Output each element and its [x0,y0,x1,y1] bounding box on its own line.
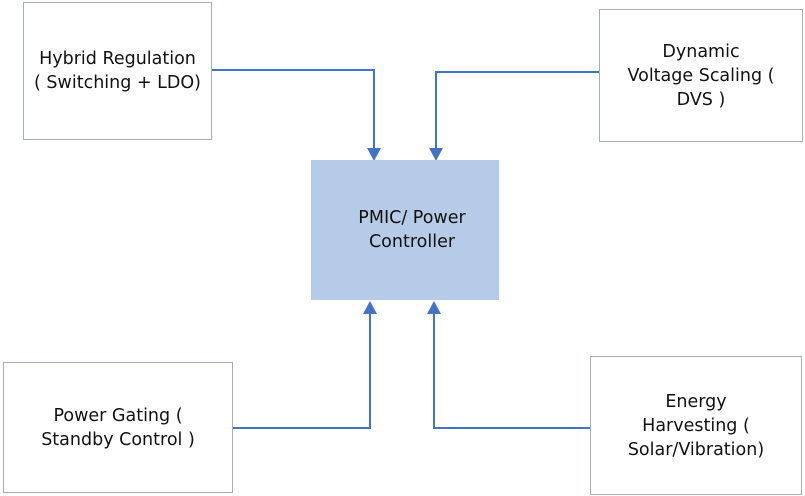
node-label-line: Solar/Vibration) [627,439,765,460]
arrowhead [427,301,441,314]
node-hybrid-regulation: Hybrid Regulation ( Switching + LDO) [23,2,212,140]
edge-hybrid-to-pmic [212,69,381,161]
arrowhead [363,301,377,314]
node-label-line: Controller [368,232,456,252]
node-label-line: ( Switching + LDO) [34,73,201,93]
node-label-line: Harvesting ( [642,415,750,436]
edge-energy-to-pmic [427,301,590,429]
node-label-line: Hybrid Regulation [39,49,196,69]
edge-dvs-to-pmic [429,71,599,161]
node-label-line: Energy [665,391,727,412]
node-label-line: Power Gating ( [53,405,183,426]
node-label-line: Dynamic [662,41,740,62]
node-label-line: DVS ) [676,89,726,110]
node-dynamic-voltage-scaling: Dynamic Voltage Scaling ( DVS ) [599,9,803,142]
node-label-line: Voltage Scaling ( [627,65,775,86]
node-label-line: Standby Control ) [41,429,195,450]
node-pmic-power-controller: PMIC/ Power Controller [311,160,499,300]
node-label-line: PMIC/ Power [358,208,466,228]
node-power-gating: Power Gating ( Standby Control ) [3,362,233,493]
node-energy-harvesting: Energy Harvesting ( Solar/Vibration) [590,356,802,495]
edge-gating-to-pmic [233,301,377,429]
